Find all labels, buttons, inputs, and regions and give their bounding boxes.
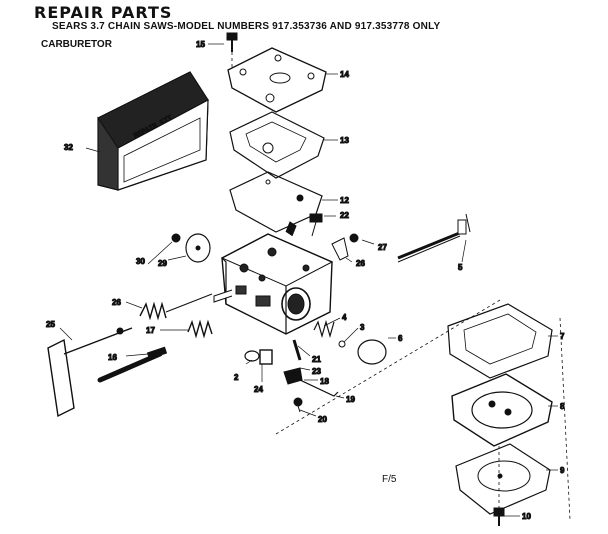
part-22-27-26 [309, 213, 359, 261]
callout-4: 4 [342, 313, 347, 322]
callout-15: 15 [196, 40, 205, 49]
callout-30: 30 [136, 257, 145, 266]
part-13-gasket [229, 111, 325, 179]
callout-18: 18 [320, 377, 329, 386]
part-16-needle [97, 346, 168, 383]
callout-26: 26 [356, 259, 365, 268]
callout-labels: 32 15 14 13 12 22 27 26 5 29 30 26 25 17… [46, 40, 566, 522]
callout-26b: 26 [112, 298, 121, 307]
carburetor-body [213, 221, 334, 335]
callout-12: 12 [340, 196, 349, 205]
callout-7: 7 [560, 332, 565, 341]
part-15-screw [226, 32, 238, 52]
callout-6: 6 [398, 334, 403, 343]
part-12-diaphragm [229, 171, 323, 233]
page-mark: F/5 [382, 474, 397, 485]
callout-22: 22 [340, 211, 349, 220]
callout-25: 25 [46, 320, 55, 329]
part-25-lever [47, 327, 133, 418]
alignment-lines [231, 52, 571, 521]
part-10-screw [493, 507, 505, 526]
callout-24: 24 [254, 385, 263, 394]
callout-16: 16 [108, 353, 117, 362]
part-17-spring [187, 319, 213, 339]
part-8-pump-cover [451, 373, 553, 447]
callout-8: 8 [560, 402, 565, 411]
callout-21: 21 [312, 355, 321, 364]
page-title: REPAIR PARTS [34, 3, 173, 22]
callout-5: 5 [458, 263, 463, 272]
part-29-30 [171, 233, 211, 263]
callout-3: 3 [360, 323, 365, 332]
part-5-shaft [397, 213, 471, 263]
leader-lines [59, 43, 558, 517]
part-28-spring [139, 293, 213, 321]
callout-32: 32 [64, 143, 73, 152]
callout-14: 14 [340, 70, 349, 79]
part-3-4-6 [313, 319, 387, 365]
callout-13: 13 [340, 136, 349, 145]
repair-kit-box: REPAIR KIT [97, 71, 209, 191]
part-inlet-needle-assembly [244, 339, 339, 413]
model-subtitle: SEARS 3.7 CHAIN SAWS-MODEL NUMBERS 917.3… [52, 21, 441, 32]
callout-10: 10 [522, 512, 531, 521]
callout-2: 2 [234, 373, 239, 382]
callout-27: 27 [378, 243, 387, 252]
section-label: CARBURETOR [41, 39, 112, 50]
callout-9: 9 [560, 466, 565, 475]
part-9-diaphragm-cover [455, 443, 551, 515]
callout-23: 23 [312, 367, 321, 376]
callout-19: 19 [346, 395, 355, 404]
callout-17: 17 [146, 326, 155, 335]
callout-20: 20 [318, 415, 327, 424]
part-7-gasket [447, 303, 553, 379]
callout-29: 29 [158, 259, 167, 268]
part-14-cover [227, 47, 327, 113]
